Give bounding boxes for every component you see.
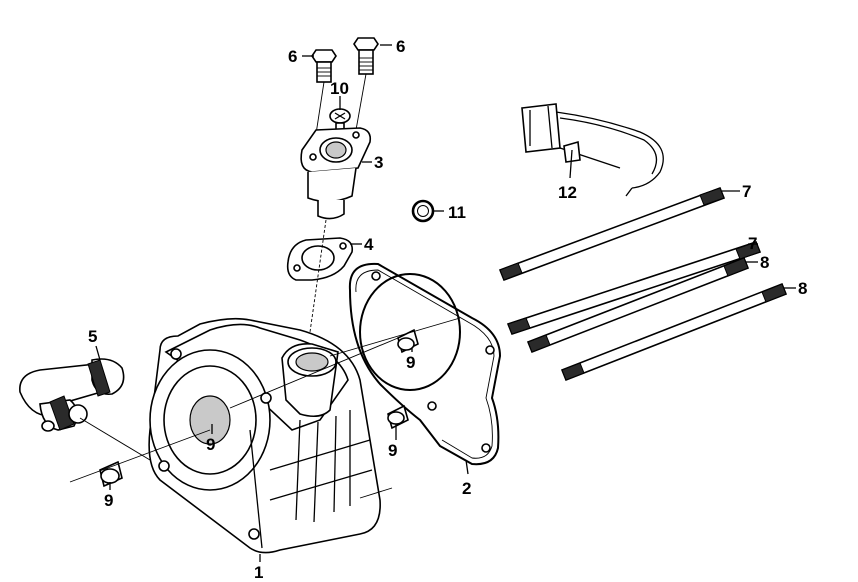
callout-9-right: 9 xyxy=(388,441,397,460)
stud-8-upper xyxy=(526,256,750,354)
gasket-2 xyxy=(348,262,502,466)
callout-2: 2 xyxy=(462,479,471,498)
callout-11: 11 xyxy=(448,203,466,222)
leader-lines xyxy=(95,44,796,562)
tensioner-3 xyxy=(300,127,372,220)
callout-7-upper: 7 xyxy=(742,182,751,201)
callout-6-left: 6 xyxy=(288,47,297,66)
o-ring-11 xyxy=(411,199,435,223)
callout-9-gasket: 9 xyxy=(406,353,415,372)
stud-7-lower xyxy=(506,241,762,335)
callout-9-left: 9 xyxy=(104,491,113,510)
bolt-6-left xyxy=(311,49,337,83)
callout-3: 3 xyxy=(374,153,383,172)
callout-1: 1 xyxy=(254,563,263,582)
clip-12 xyxy=(521,103,664,197)
stud-8-lower xyxy=(560,282,788,382)
callout-12: 12 xyxy=(558,183,577,202)
callout-6-right: 6 xyxy=(396,37,405,56)
callout-10: 10 xyxy=(330,79,349,98)
dowel-9-right xyxy=(387,404,409,430)
callout-5: 5 xyxy=(88,327,97,346)
dowel-9-gasket xyxy=(397,328,419,354)
callout-9-cylinder: 9 xyxy=(206,435,215,454)
callout-4: 4 xyxy=(364,235,374,254)
stud-7-upper xyxy=(498,186,726,282)
elbow-hose-5 xyxy=(19,358,125,432)
callout-8-upper: 8 xyxy=(760,253,769,272)
gasket-4 xyxy=(286,237,354,281)
callout-7-lower: 7 xyxy=(748,234,757,253)
callout-8-lower: 8 xyxy=(798,279,807,298)
bolt-6-right xyxy=(353,37,379,75)
cylinder-head-1 xyxy=(148,317,381,554)
dowel-9-left xyxy=(99,460,123,488)
